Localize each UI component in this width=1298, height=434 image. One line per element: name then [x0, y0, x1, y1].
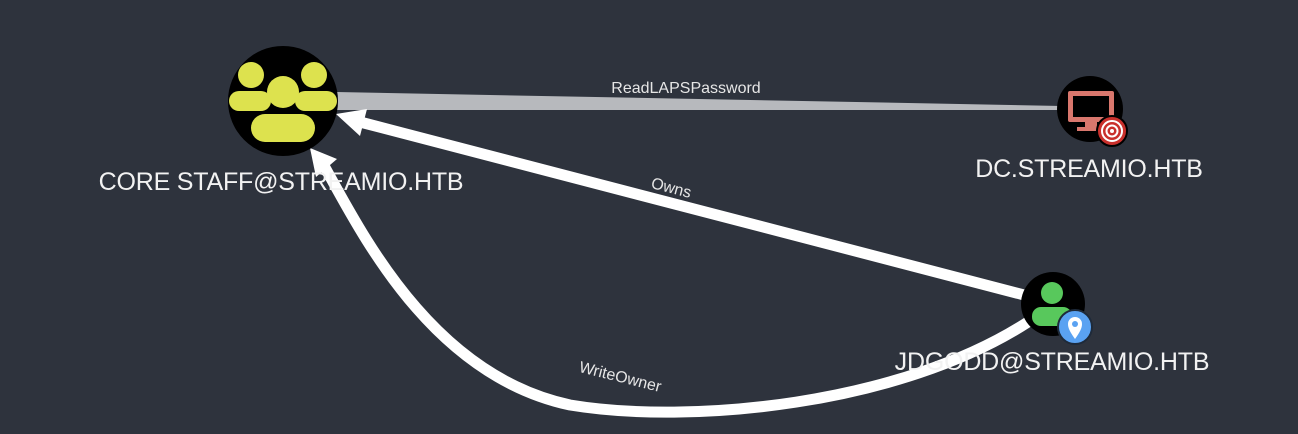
target-icon [1096, 115, 1128, 147]
node-label-dc: DC.STREAMIO.HTB [975, 155, 1203, 183]
edge-writeowner-label: WriteOwner [577, 359, 663, 396]
edge-owns[interactable]: Owns [336, 109, 1034, 302]
edge-writeowner-line [316, 156, 1034, 418]
edge-readlapspassword[interactable]: ReadLAPSPassword [336, 80, 1062, 110]
edge-readlapspassword-label: ReadLAPSPassword [611, 80, 760, 97]
group-icon [229, 62, 337, 142]
node-label-core-staff: CORE STAFF@STREAMIO.HTB [98, 168, 464, 196]
node-label-jdgodd: JDGODD@STREAMIO.HTB [894, 348, 1210, 376]
map-pin-icon [1057, 309, 1093, 345]
node-dc-computer[interactable] [1057, 76, 1128, 147]
node-core-staff-group[interactable] [228, 46, 338, 156]
monitor-icon [1068, 91, 1114, 131]
node-jdgodd-user[interactable] [1021, 272, 1093, 345]
edge-owns-line [354, 116, 1034, 302]
edge-readlapspassword-line [336, 92, 1062, 110]
edge-owns-arrowhead [336, 109, 367, 136]
edge-writeowner-arrowhead [310, 148, 337, 177]
